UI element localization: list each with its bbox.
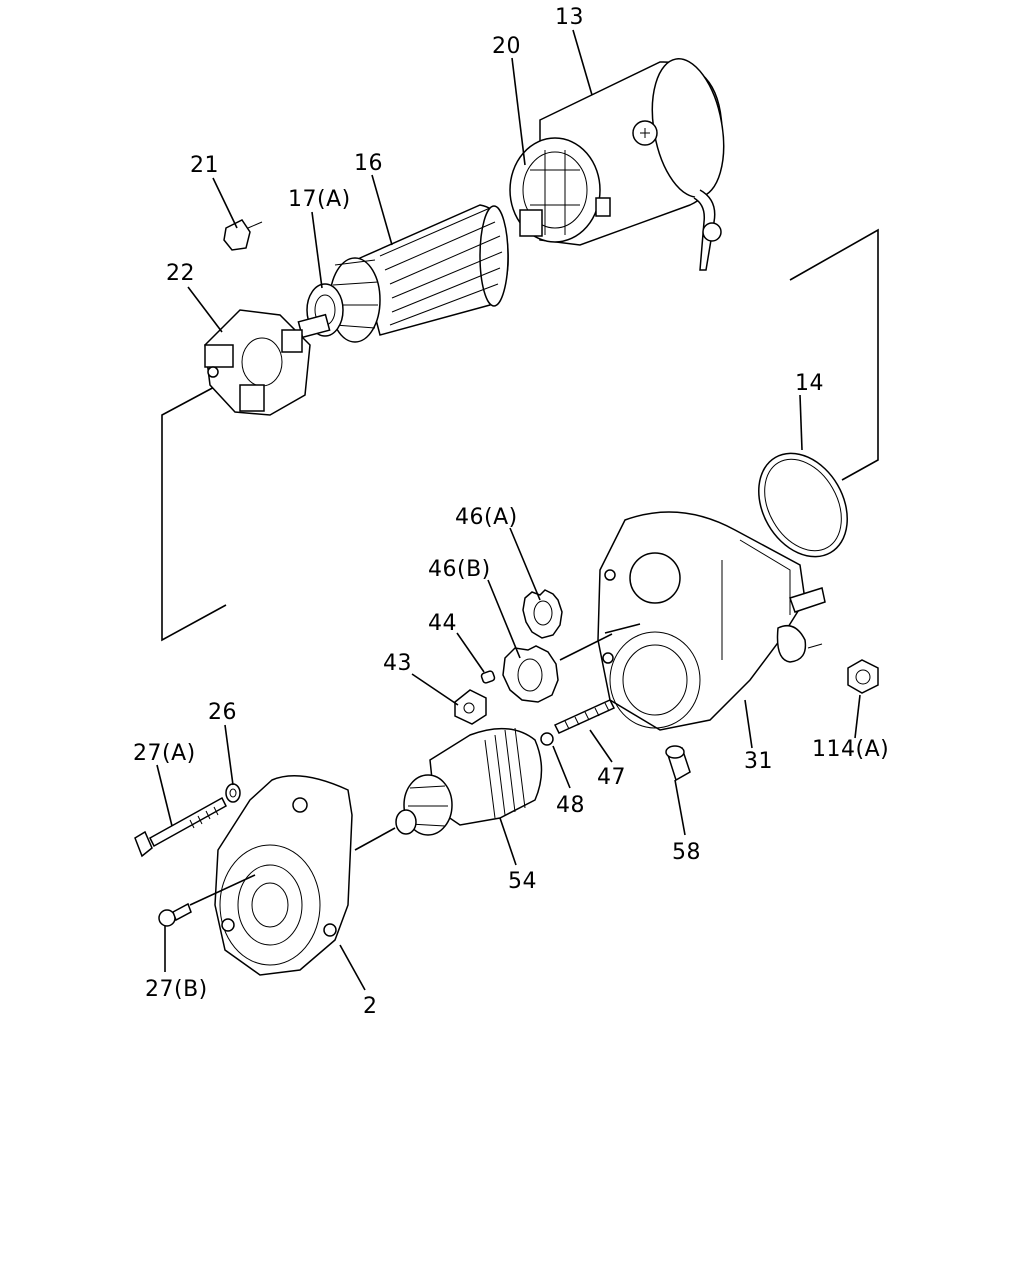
part-44-pin — [480, 670, 496, 684]
callout-47: 47 — [597, 765, 626, 790]
callout-26: 26 — [208, 700, 237, 725]
callout-58: 58 — [672, 840, 701, 865]
callout-114a: 114(A) — [812, 737, 889, 762]
callout-27b: 27(B) — [145, 977, 208, 1002]
part-54-pinion-clutch — [395, 727, 543, 836]
callout-43: 43 — [383, 651, 412, 676]
callout-16: 16 — [354, 151, 383, 176]
part-48-ball — [540, 732, 554, 746]
callout-46a: 46(A) — [455, 505, 518, 530]
callout-14: 14 — [795, 371, 824, 396]
callout-27a: 27(A) — [133, 741, 196, 766]
part-43-block — [454, 689, 487, 725]
callout-20: 20 — [492, 34, 521, 59]
part-2-front-housing — [189, 775, 396, 976]
assembly-lines — [161, 228, 879, 642]
part-16-armature — [297, 204, 509, 343]
callout-44: 44 — [428, 611, 457, 636]
part-22-brush-holder — [204, 309, 311, 416]
part-27a-bolt — [134, 796, 227, 858]
callout-46b: 46(B) — [428, 557, 491, 582]
part-14-o-ring — [758, 452, 848, 558]
part-46a-gear — [522, 589, 563, 639]
leader-lines — [156, 29, 861, 991]
part-46b-gear — [502, 633, 613, 703]
part-27b-screw — [158, 902, 192, 927]
part-114a-nut — [847, 659, 879, 694]
callout-labels: 13 20 21 16 17(A) 22 14 46(A) 46(B) 44 4… — [133, 5, 889, 1019]
part-47-spring — [553, 699, 616, 734]
part-31-gear-housing — [597, 511, 826, 731]
callout-17a: 17(A) — [288, 187, 351, 212]
callout-2: 2 — [363, 994, 378, 1019]
callout-21: 21 — [190, 153, 219, 178]
callout-48: 48 — [556, 793, 585, 818]
callout-22: 22 — [166, 261, 195, 286]
part-26-washer — [225, 783, 241, 803]
part-13-yoke — [509, 58, 725, 271]
part-21-brush — [223, 219, 263, 251]
callout-54: 54 — [508, 869, 537, 894]
callout-31: 31 — [744, 749, 773, 774]
part-58-sleeve — [665, 745, 691, 782]
callout-13: 13 — [555, 5, 584, 30]
